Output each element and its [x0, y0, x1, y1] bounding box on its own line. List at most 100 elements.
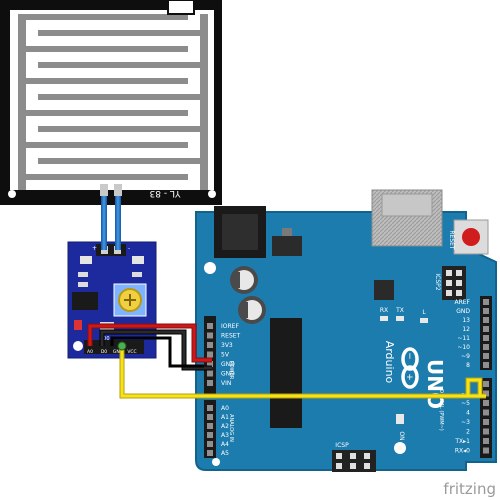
header-pin[interactable]	[483, 317, 489, 323]
rx-label: RX	[380, 307, 388, 314]
digital-header-upper	[480, 296, 492, 370]
pin-label: 12	[462, 326, 470, 333]
l-label: L	[422, 309, 426, 316]
digital-header-label: DIGITAL (PWM~)	[438, 389, 444, 431]
pin-label: 4	[466, 410, 470, 417]
header-pin[interactable]	[483, 381, 489, 387]
pin-label: 3V3	[221, 342, 233, 349]
header-pin[interactable]	[207, 342, 213, 348]
header-pin[interactable]	[483, 326, 489, 332]
usb-chip	[374, 280, 394, 300]
pin-label: ~3	[461, 419, 470, 426]
on-label: ON	[398, 431, 405, 440]
header-pin[interactable]	[483, 362, 489, 368]
smd-resistor	[80, 256, 92, 264]
svg-text:−: −	[404, 352, 414, 360]
pin-label: RESET	[221, 333, 241, 340]
pin-label: IOREF	[221, 323, 239, 330]
pin-label: A0	[221, 405, 229, 412]
model-label: UNO	[423, 359, 447, 409]
d0-led-label: D0	[102, 336, 109, 342]
arduino-logo: − +	[401, 347, 419, 389]
module-pin-label: A0	[87, 349, 93, 355]
header-pin[interactable]	[207, 332, 213, 339]
header-pin[interactable]	[483, 409, 489, 416]
header-pin[interactable]	[207, 370, 213, 377]
brand-label: Arduino	[383, 341, 396, 384]
pin-label: A2	[221, 423, 229, 430]
module-pin-label: VCC	[127, 349, 136, 355]
comb-traces	[18, 14, 208, 190]
plate-label: YL - 83	[150, 188, 182, 198]
header-pin[interactable]	[483, 353, 489, 359]
header-pin[interactable]	[483, 344, 489, 350]
reset-label: RESET	[448, 230, 455, 250]
power-header-label: POWER	[228, 361, 234, 380]
capacitor	[238, 296, 266, 324]
plate-pad	[114, 184, 122, 196]
module-output-header	[84, 340, 144, 354]
on-led	[396, 414, 404, 424]
wires	[87, 196, 486, 399]
analog-header	[204, 400, 216, 458]
header-pin[interactable]	[207, 380, 213, 386]
mounting-hole	[8, 190, 16, 198]
rx-led	[380, 316, 388, 321]
pin-label: VIN	[221, 380, 231, 387]
mounting-hole	[208, 190, 216, 198]
header-pin[interactable]	[483, 335, 489, 341]
header-pin[interactable]	[207, 405, 213, 411]
module-input-header	[96, 244, 126, 256]
header-pin[interactable]	[483, 438, 489, 444]
board-hole	[204, 262, 216, 274]
header-pin[interactable]	[483, 299, 489, 305]
icsp-label: ICSP	[335, 442, 349, 449]
header-pin[interactable]	[483, 308, 489, 314]
pin-label: 2	[466, 429, 470, 436]
header-pin[interactable]	[483, 419, 489, 425]
pin-label: 5V	[221, 352, 230, 359]
header-pin[interactable]	[483, 447, 489, 454]
pin-label: TX▸1	[454, 438, 470, 445]
reset-button[interactable]	[453, 219, 489, 255]
pin-label: 13	[462, 317, 470, 324]
icsp-header	[332, 450, 376, 472]
tx-led	[396, 316, 404, 321]
svg-text:+: +	[404, 373, 414, 381]
header-pin[interactable]	[207, 414, 213, 420]
header-pin[interactable]	[207, 323, 213, 329]
pin-plus-label: +	[92, 245, 97, 252]
header-pin[interactable]	[207, 361, 213, 367]
board-hole	[212, 458, 220, 466]
pin-label: ~9	[461, 353, 470, 360]
pin-label: ~10	[457, 344, 470, 351]
pin-label: 8	[466, 362, 470, 369]
tx-label: TX	[395, 307, 404, 314]
atmega-chip	[270, 318, 302, 428]
analog-header-label: ANALOG IN	[228, 414, 234, 442]
pin-label: A4	[221, 441, 229, 448]
power-jack-inner	[222, 214, 258, 250]
header-pin[interactable]	[207, 450, 213, 456]
pin-label: AREF	[454, 299, 470, 306]
header-pin[interactable]	[207, 351, 213, 358]
header-pin[interactable]	[207, 432, 213, 438]
module-pin-label: GND	[113, 349, 124, 355]
board-hole	[394, 442, 406, 454]
rain-sensor-plate: YL - 83	[0, 0, 222, 205]
power-led	[74, 320, 82, 330]
header-pin[interactable]	[483, 428, 489, 435]
module-pin-label: D0	[101, 349, 107, 355]
header-pin[interactable]	[207, 441, 213, 447]
header-pin[interactable]	[483, 400, 489, 406]
pin-label: GND	[456, 308, 470, 315]
header-pin[interactable]	[207, 423, 213, 429]
wire-end	[117, 341, 127, 351]
pin-label: A3	[221, 432, 229, 439]
plate-top-pad	[167, 0, 195, 15]
power-header	[204, 316, 216, 394]
pin-label: ~5	[461, 400, 470, 407]
pin-label: RX◂0	[455, 448, 470, 455]
potentiometer[interactable]	[113, 283, 147, 317]
